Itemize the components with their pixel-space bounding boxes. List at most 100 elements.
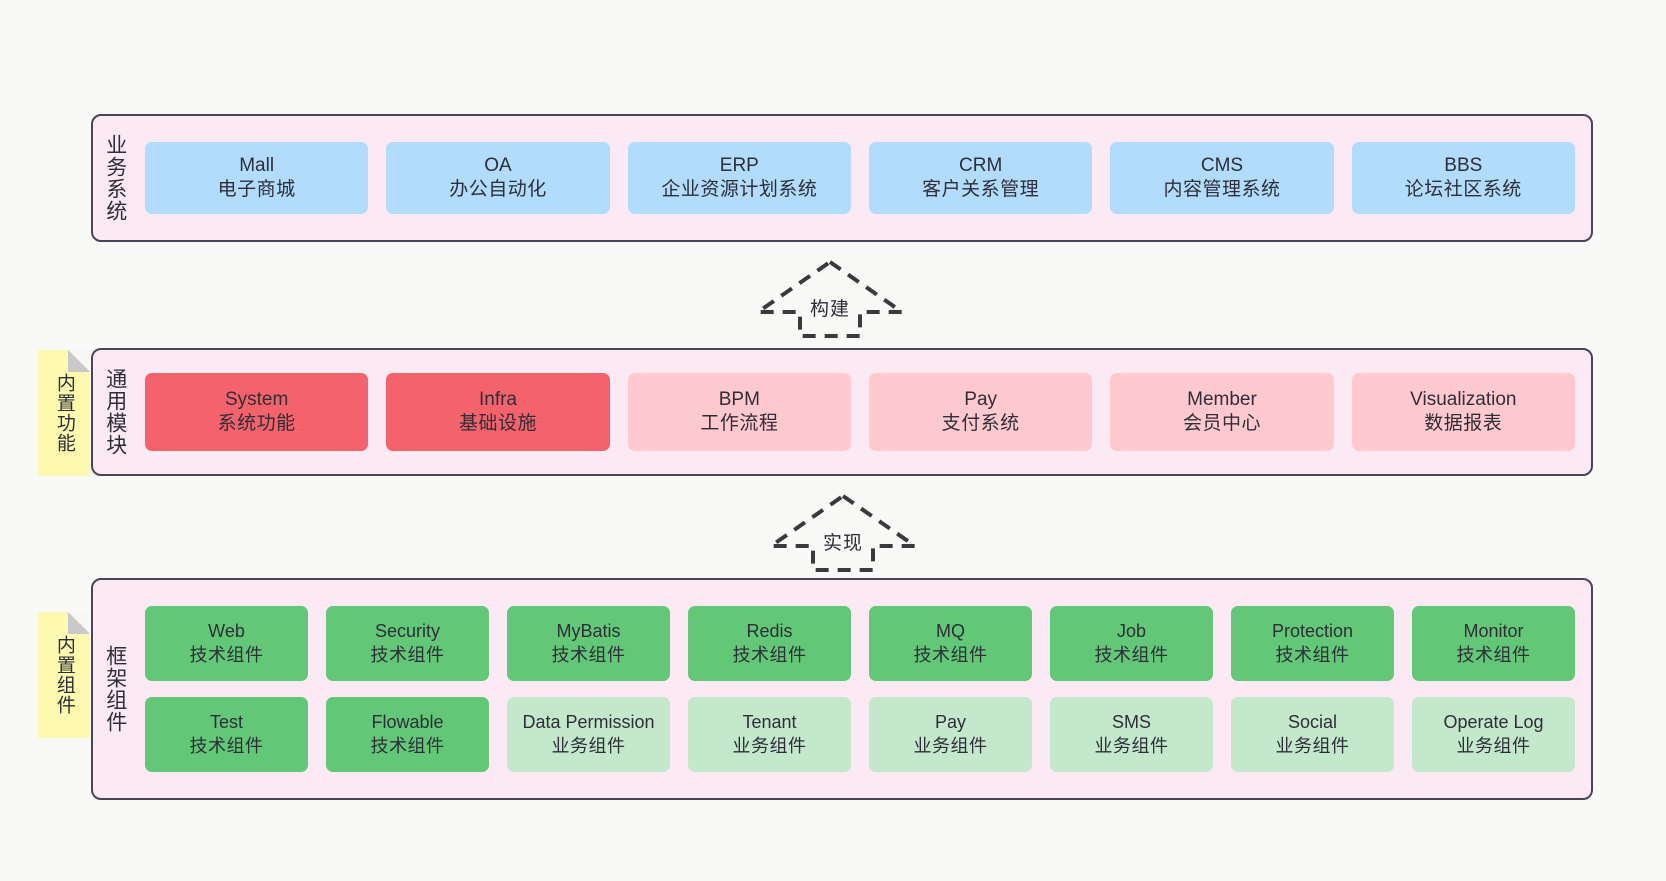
row-tech-components: Web 技术组件 Security 技术组件 MyBatis 技术组件 Redi… <box>145 606 1575 681</box>
sticky-note-builtin-features: 内置功能 <box>38 350 90 476</box>
card-infra-cn: 基础设施 <box>458 413 537 434</box>
arrow-build: 构建 <box>751 258 909 340</box>
layer-body-business: Mall 电子商城 OA 办公自动化 ERP 企业资源计划系统 CRM 客户关系… <box>137 116 1591 240</box>
card-mybatis[interactable]: MyBatis 技术组件 <box>507 606 670 681</box>
card-job[interactable]: Job 技术组件 <box>1050 606 1213 681</box>
card-mybatis-en: MyBatis <box>556 621 621 642</box>
card-erp-cn: 企业资源计划系统 <box>661 179 818 200</box>
card-oa-en: OA <box>484 154 512 176</box>
card-tenant-cn: 业务组件 <box>732 735 807 756</box>
row-business-components: Test 技术组件 Flowable 技术组件 Data Permission … <box>145 697 1575 772</box>
layer-framework-components: 框架组件 Web 技术组件 Security 技术组件 MyBatis 技术组件… <box>91 578 1593 800</box>
card-crm-cn: 客户关系管理 <box>922 179 1040 200</box>
card-system-en: System <box>224 388 289 410</box>
card-protection-cn: 技术组件 <box>1275 644 1350 665</box>
arrow-build-shape <box>751 259 909 338</box>
card-bpm[interactable]: BPM 工作流程 <box>627 373 851 451</box>
card-cms-cn: 内容管理系统 <box>1163 179 1281 200</box>
card-redis-en: Redis <box>746 621 793 642</box>
row-common-modules: System 系统功能 Infra 基础设施 BPM 工作流程 Pay 支付系统… <box>145 373 1575 451</box>
arrow-build-label: 构建 <box>809 299 850 320</box>
layer-body-common: System 系统功能 Infra 基础设施 BPM 工作流程 Pay 支付系统… <box>137 350 1591 474</box>
layer-title-business: 业务系统 <box>103 134 127 222</box>
card-bpm-en: BPM <box>718 388 760 410</box>
card-test[interactable]: Test 技术组件 <box>145 697 308 772</box>
card-erp[interactable]: ERP 企业资源计划系统 <box>627 142 851 214</box>
card-data-permission[interactable]: Data Permission 业务组件 <box>507 697 670 772</box>
card-sms[interactable]: SMS 业务组件 <box>1050 697 1213 772</box>
card-security-cn: 技术组件 <box>370 644 445 665</box>
card-job-cn: 技术组件 <box>1094 644 1169 665</box>
card-redis[interactable]: Redis 技术组件 <box>688 606 851 681</box>
card-mq[interactable]: MQ 技术组件 <box>869 606 1032 681</box>
card-security-en: Security <box>374 621 441 642</box>
card-monitor[interactable]: Monitor 技术组件 <box>1412 606 1575 681</box>
card-flowable-en: Flowable <box>371 712 444 733</box>
card-visualization-cn: 数据报表 <box>1424 413 1503 434</box>
card-erp-en: ERP <box>719 154 759 176</box>
card-mall[interactable]: Mall 电子商城 <box>145 142 369 214</box>
card-member-en: Member <box>1187 388 1257 410</box>
card-job-en: Job <box>1116 621 1147 642</box>
card-social-en: Social <box>1287 712 1338 733</box>
card-pay-module-en: Pay <box>964 388 998 410</box>
card-pay-module[interactable]: Pay 支付系统 <box>868 373 1093 451</box>
card-protection-en: Protection <box>1271 621 1354 642</box>
card-infra-en: Infra <box>478 388 517 410</box>
card-monitor-cn: 技术组件 <box>1456 644 1531 665</box>
card-mall-en: Mall <box>239 154 275 176</box>
card-pay-module-cn: 支付系统 <box>941 413 1020 434</box>
card-pay-component-cn: 业务组件 <box>913 735 988 756</box>
card-cms-en: CMS <box>1200 154 1244 176</box>
row-business-systems: Mall 电子商城 OA 办公自动化 ERP 企业资源计划系统 CRM 客户关系… <box>145 142 1575 214</box>
card-member-cn: 会员中心 <box>1182 413 1261 434</box>
card-sms-cn: 业务组件 <box>1094 735 1169 756</box>
card-data-permission-cn: 业务组件 <box>551 735 626 756</box>
card-test-cn: 技术组件 <box>189 735 264 756</box>
card-oa[interactable]: OA 办公自动化 <box>386 142 610 214</box>
arrow-implement: 实现 <box>764 492 922 574</box>
card-pay-component-en: Pay <box>934 712 967 733</box>
card-system[interactable]: System 系统功能 <box>145 373 369 451</box>
sticky-note-builtin-components: 内置组件 <box>38 612 90 738</box>
card-bpm-cn: 工作流程 <box>700 413 779 434</box>
layer-title-framework: 框架组件 <box>103 645 127 733</box>
card-social-cn: 业务组件 <box>1275 735 1350 756</box>
card-web[interactable]: Web 技术组件 <box>145 606 308 681</box>
card-tenant-en: Tenant <box>742 712 797 733</box>
card-mybatis-cn: 技术组件 <box>551 644 626 665</box>
card-sms-en: SMS <box>1111 712 1151 733</box>
card-web-cn: 技术组件 <box>189 644 264 665</box>
card-tenant[interactable]: Tenant 业务组件 <box>688 697 851 772</box>
card-redis-cn: 技术组件 <box>732 644 807 665</box>
card-mq-cn: 技术组件 <box>913 644 988 665</box>
card-test-en: Test <box>209 712 243 733</box>
sticky-note-builtin-features-label: 内置功能 <box>53 373 75 453</box>
card-flowable[interactable]: Flowable 技术组件 <box>326 697 489 772</box>
card-system-cn: 系统功能 <box>217 413 296 434</box>
card-member[interactable]: Member 会员中心 <box>1110 373 1334 451</box>
card-cms[interactable]: CMS 内容管理系统 <box>1110 142 1334 214</box>
layer-business-systems: 业务系统 Mall 电子商城 OA 办公自动化 ERP 企业资源计划系统 CRM… <box>91 114 1593 242</box>
card-visualization[interactable]: Visualization 数据报表 <box>1351 373 1575 451</box>
card-protection[interactable]: Protection 技术组件 <box>1231 606 1394 681</box>
card-security[interactable]: Security 技术组件 <box>326 606 489 681</box>
card-data-permission-en: Data Permission <box>522 712 655 733</box>
card-pay-component[interactable]: Pay 业务组件 <box>869 697 1032 772</box>
arrow-implement-shape <box>764 493 922 572</box>
card-monitor-en: Monitor <box>1463 621 1524 642</box>
card-bbs-en: BBS <box>1444 154 1483 176</box>
card-mall-cn: 电子商城 <box>217 179 296 200</box>
card-crm[interactable]: CRM 客户关系管理 <box>868 142 1093 214</box>
arrow-implement-label: 实现 <box>822 533 863 554</box>
card-bbs-cn: 论坛社区系统 <box>1404 179 1522 200</box>
card-flowable-cn: 技术组件 <box>370 735 445 756</box>
card-bbs[interactable]: BBS 论坛社区系统 <box>1351 142 1575 214</box>
card-operate-log[interactable]: Operate Log 业务组件 <box>1412 697 1575 772</box>
card-operate-log-cn: 业务组件 <box>1456 735 1531 756</box>
card-infra[interactable]: Infra 基础设施 <box>386 373 610 451</box>
card-oa-cn: 办公自动化 <box>449 179 547 200</box>
sticky-note-builtin-components-label: 内置组件 <box>53 635 75 715</box>
card-social[interactable]: Social 业务组件 <box>1231 697 1394 772</box>
card-visualization-en: Visualization <box>1410 388 1517 410</box>
